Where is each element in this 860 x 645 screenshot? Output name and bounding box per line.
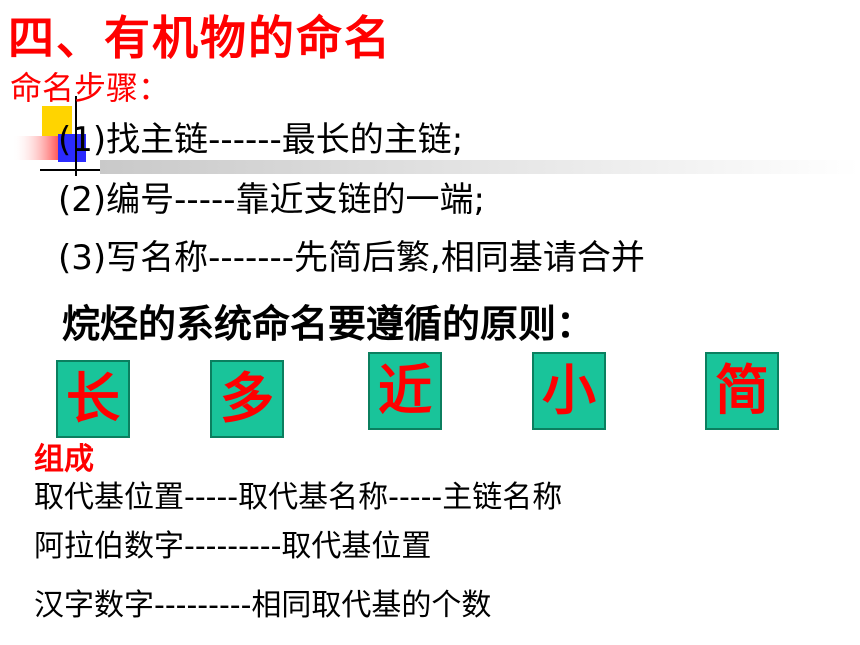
- relation-line-1: 取代基位置-----取代基名称-----主链名称: [34, 480, 563, 515]
- principle-box-long: 长: [56, 360, 130, 438]
- principle-box-simple: 简: [705, 352, 779, 430]
- decorative-squares-icon: [12, 96, 102, 176]
- principle-box-many: 多: [210, 360, 284, 438]
- composition-label: 组成: [34, 442, 94, 477]
- principle-heading: 烷烃的系统命名要遵循的原则：: [62, 302, 595, 346]
- step-2: (2)编号-----靠近支链的一端;: [58, 180, 485, 220]
- step-1: (1)找主链------最长的主链;: [58, 120, 464, 160]
- principle-box-small: 小: [532, 352, 606, 430]
- step-3: (3)写名称-------先简后繁,相同基请合并: [58, 238, 645, 278]
- naming-steps-label: 命名步骤：: [10, 69, 171, 107]
- principle-box-near: 近: [368, 352, 442, 430]
- decorative-bullet-graphic: [12, 96, 102, 176]
- relation-line-2: 阿拉伯数字---------取代基位置: [34, 529, 432, 564]
- decorative-fade-bar: [100, 160, 860, 174]
- page-title: 四、有机物的命名: [8, 11, 392, 65]
- relation-line-3: 汉字数字---------相同取代基的个数: [34, 588, 492, 623]
